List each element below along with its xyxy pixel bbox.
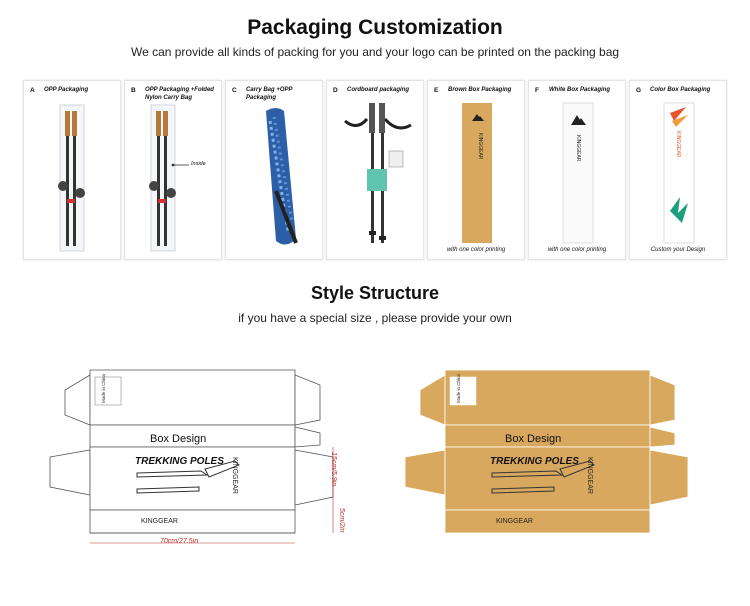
svg-text:Made in China: Made in China bbox=[101, 373, 106, 403]
card-caption: with one color printing bbox=[547, 247, 607, 253]
card-letter: F bbox=[535, 87, 539, 94]
card-letter: D bbox=[333, 87, 338, 94]
structure-subtitle: if you have a special size , please prov… bbox=[238, 311, 512, 325]
card-opp-nylon: B OPP Packaging +Folded Nylon Carry Bag … bbox=[124, 80, 222, 260]
card-title: Brown Box Packaging bbox=[448, 87, 512, 93]
trekking-poles-label: TREKKING POLES bbox=[135, 456, 224, 467]
svg-text:KINGGEAR: KINGGEAR bbox=[675, 131, 681, 158]
dim-height-label: 15cm/5.9in bbox=[330, 452, 337, 487]
page-subtitle: We can provide all kinds of packing for … bbox=[130, 45, 620, 59]
svg-text:Made in China: Made in China bbox=[456, 373, 461, 403]
trekking-poles-label-kraft: TREKKING POLES bbox=[490, 456, 579, 467]
card-title: Carry Bag +OPP Packaging bbox=[246, 87, 293, 101]
svg-text:KINGGEAR: KINGGEAR bbox=[496, 518, 533, 525]
cordboard-image bbox=[344, 103, 412, 243]
svg-text:KINGGEAR: KINGGEAR bbox=[477, 133, 483, 160]
trekking-pole-bag-image bbox=[58, 104, 85, 252]
white-box-image: KINGGEAR bbox=[562, 102, 594, 244]
card-letter: E bbox=[434, 87, 439, 94]
card-cordboard: D Cordboard packaging bbox=[326, 80, 424, 260]
card-caption: with one color printing bbox=[446, 247, 506, 253]
card-color-box: G Color Box Packaging KINGGEAR Custom yo… bbox=[629, 80, 727, 260]
card-letter: B bbox=[131, 87, 136, 94]
color-box-image: KINGGEAR bbox=[663, 102, 695, 244]
svg-text:KINGGEAR: KINGGEAR bbox=[141, 518, 178, 525]
box-design-label: Box Design bbox=[150, 433, 207, 445]
card-letter: C bbox=[232, 87, 237, 94]
card-letter: A bbox=[30, 87, 35, 94]
card-caption: Custom your Design bbox=[650, 247, 706, 253]
inside-note: Inside bbox=[191, 161, 206, 167]
svg-text:KINGGEAR: KINGGEAR bbox=[575, 135, 581, 162]
svg-text:KINGGEAR: KINGGEAR bbox=[231, 457, 238, 494]
dim-depth-label: 5cm/2in bbox=[338, 508, 345, 533]
svg-text:KINGGEAR: KINGGEAR bbox=[586, 457, 593, 494]
card-title: OPP Packaging bbox=[44, 87, 89, 93]
card-brown-box: E Brown Box Packaging KINGGEAR with one … bbox=[427, 80, 525, 260]
trekking-pole-bag-image bbox=[149, 104, 189, 252]
card-title: OPP Packaging +Folded Nylon Carry Bag bbox=[145, 87, 214, 101]
box-design-label-kraft: Box Design bbox=[505, 433, 562, 445]
packaging-cards: A OPP Packaging B OPP Packaging +Folded … bbox=[23, 80, 727, 260]
page-title: Packaging Customization bbox=[247, 16, 503, 39]
dim-width-label: 70cm/27.5in bbox=[160, 538, 199, 545]
card-white-box: F White Box Packaging KINGGEAR with one … bbox=[528, 80, 626, 260]
dieline-outline: Made in China KINGGEAR KINGGEAR bbox=[49, 369, 334, 534]
dieline-kraft: Made in China KINGGEAR KINGGEAR bbox=[404, 369, 689, 534]
card-carry-bag: C Carry Bag +OPP Packaging bbox=[225, 80, 323, 260]
card-title: White Box Packaging bbox=[549, 87, 611, 93]
card-title: Color Box Packaging bbox=[650, 87, 711, 93]
carry-bag-image bbox=[266, 108, 298, 245]
card-title: Cordboard packaging bbox=[347, 87, 410, 93]
brown-box-image: KINGGEAR bbox=[462, 103, 492, 243]
structure-title: Style Structure bbox=[310, 283, 440, 303]
card-letter: G bbox=[636, 87, 642, 94]
card-opp: A OPP Packaging bbox=[23, 80, 121, 260]
